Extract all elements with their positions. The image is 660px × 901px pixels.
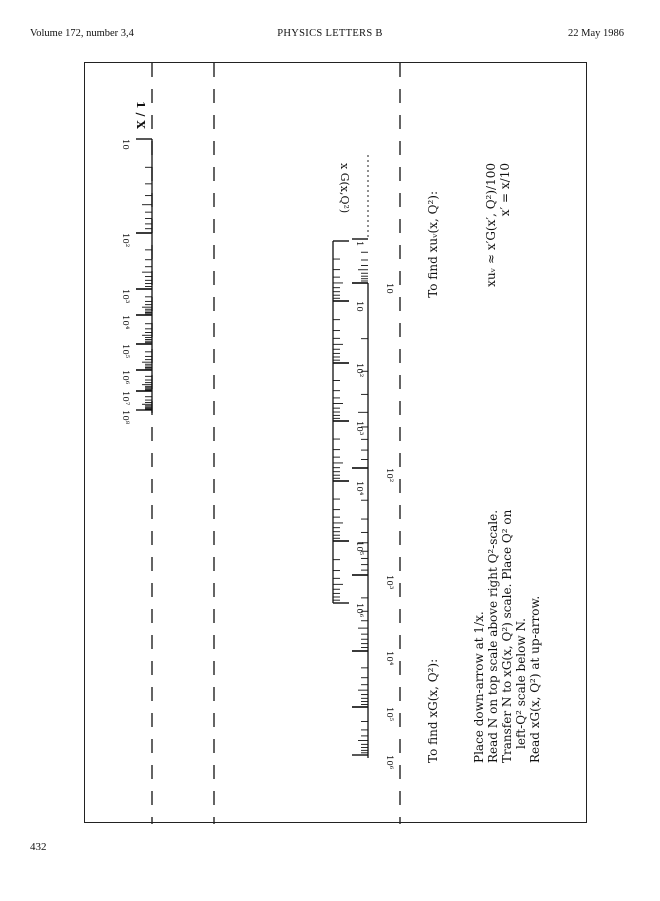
inv-x-tick-label: 10² xyxy=(120,233,130,247)
xg-tick-label: 10⁴ xyxy=(354,481,364,496)
q2-tick-label: 10⁴ xyxy=(384,651,394,666)
instruction-step: Place down-arrow at 1/x. xyxy=(472,611,486,763)
xg-ticks xyxy=(332,240,349,604)
instruction-step: left-Q² scale below N. xyxy=(514,618,528,749)
instruction-step: Read xG(x, Q²) at up-arrow. xyxy=(528,596,542,763)
inv-x-tick-label: 10⁵ xyxy=(120,344,130,359)
header-journal: PHYSICS LETTERS B xyxy=(277,28,383,39)
q2-labels: 10 10² 10³ 10⁴ 10⁵ 10⁶ xyxy=(384,283,394,770)
inv-x-ticks xyxy=(136,138,153,413)
nomogram-figure: 1 / X 10 10² 10³ 10⁴ 10⁵ 10⁶ 10⁷ 10⁸ x G… xyxy=(84,62,587,824)
header-date: 22 May 1986 xyxy=(568,28,624,39)
nomogram-svg: 1 / X 10 10² 10³ 10⁴ 10⁵ 10⁶ 10⁷ 10⁸ x G… xyxy=(120,63,542,824)
inv-x-tick-label: 10³ xyxy=(120,289,130,303)
q2-tick-label: 10⁵ xyxy=(384,707,394,722)
inv-x-tick-label: 10 xyxy=(120,139,130,150)
xg-axis-label: x G(x,Q²) xyxy=(338,163,351,213)
find-xg-heading: To find xG(x, Q²): xyxy=(426,659,440,763)
xg-tick-label: 1 xyxy=(354,241,364,246)
xg-tick-label: 10 xyxy=(354,301,364,312)
q2-tick-label: 10² xyxy=(384,468,394,482)
xg-tick-label: 10⁵ xyxy=(354,541,364,556)
xg-tick-label: 10² xyxy=(354,363,364,377)
q2-tick-label: 10 xyxy=(384,283,394,294)
xuv-formula-1: xuᵥ ≈ x′G(x′, Q²)/100 xyxy=(484,163,498,287)
q2-ticks xyxy=(352,238,369,758)
inv-x-tick-label: 10⁶ xyxy=(120,370,130,385)
inv-x-tick-label: 10⁸ xyxy=(120,410,130,425)
find-xuv-heading: To find xuᵥ(x, Q²): xyxy=(426,191,440,298)
q2-tick-label: 10³ xyxy=(384,575,394,589)
header-volume: Volume 172, number 3,4 xyxy=(30,28,134,39)
q2-tick-label: 10⁶ xyxy=(384,755,394,770)
xg-tick-label: 10³ xyxy=(354,421,364,435)
instruction-step: Transfer N to xG(x, Q²) scale. Place Q² … xyxy=(500,509,514,763)
xg-labels: 1 10 10² 10³ 10⁴ 10⁵ 10⁶ xyxy=(354,241,364,618)
instruction-step: Read N on top scale above right Q²-scale… xyxy=(486,510,500,763)
inv-x-axis-label: 1 / X xyxy=(134,101,147,129)
inv-x-tick-label: 10⁴ xyxy=(120,315,130,330)
inv-x-tick-label: 10⁷ xyxy=(120,391,130,406)
inv-x-labels: 10 10² 10³ 10⁴ 10⁵ 10⁶ 10⁷ 10⁸ xyxy=(120,139,130,425)
xuv-formula-2: x′ = x/10 xyxy=(498,163,512,216)
page-number: 432 xyxy=(30,841,47,853)
xg-tick-label: 10⁶ xyxy=(354,603,364,618)
